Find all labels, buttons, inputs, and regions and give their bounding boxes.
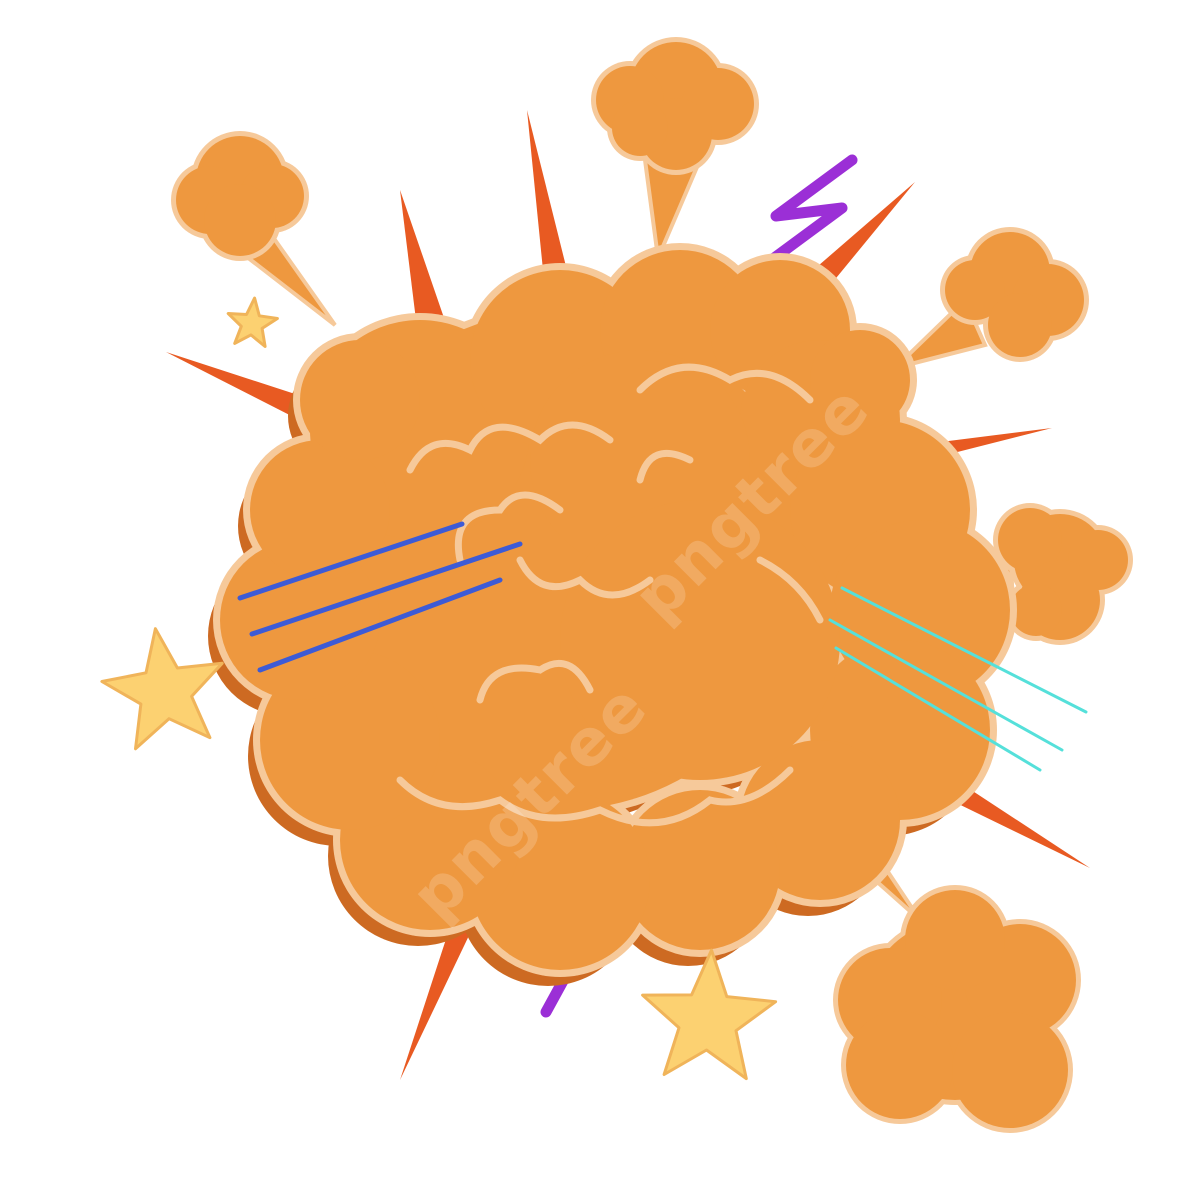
star-icon: [100, 627, 224, 751]
cloud-swirl: [396, 766, 794, 827]
explosion-cloud-icon: [208, 243, 1017, 986]
stars: [100, 296, 778, 1081]
smoke-puff-icon: [826, 827, 1081, 1133]
cloud-swirl: [636, 363, 814, 404]
cloud-swirl: [756, 556, 824, 624]
smoke-puff-icon: [591, 37, 759, 266]
cloud-swirl: [476, 659, 594, 704]
lightning-bolt-icon: [752, 154, 858, 276]
speed-lines-right: [828, 586, 1088, 772]
cloud-swirl: [516, 556, 654, 599]
speed-lines-left: [237, 521, 523, 673]
smoke-puff-icon: [888, 227, 1089, 372]
star-icon: [226, 296, 279, 348]
cloud-swirl: [406, 421, 614, 474]
spike: [400, 190, 444, 324]
cloud-swirl: [636, 449, 694, 484]
smoke-puff-icon: [171, 131, 337, 327]
star-icon: [641, 948, 778, 1081]
smoke-puffs: [171, 37, 1133, 1133]
spike: [527, 110, 574, 303]
cloud-swirl: [454, 491, 564, 564]
